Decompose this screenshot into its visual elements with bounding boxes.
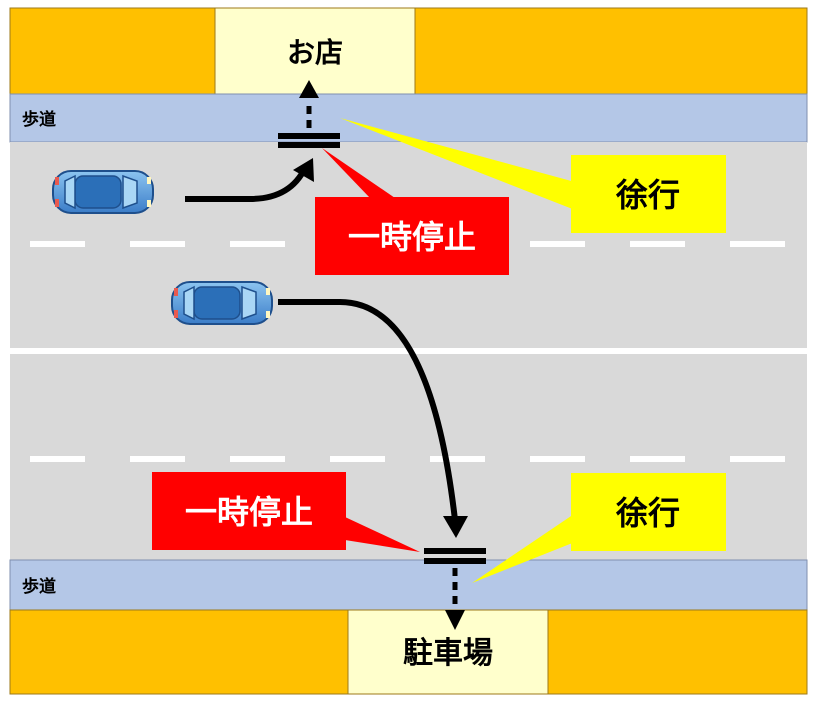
stop-callout-top-pointer (322, 148, 395, 198)
slow-callout-top-text: 徐行 (615, 176, 680, 214)
stop-bar-bottom-1 (424, 548, 486, 554)
stop-callout-top (315, 197, 509, 275)
building-bottom-left (9, 609, 349, 695)
building-bottom-right (547, 609, 808, 695)
sidewalk-bottom (9, 559, 808, 611)
stop-callout-bottom-text: 一時停止 (185, 493, 313, 531)
shop-label: お店 (287, 36, 343, 69)
stop-callout-bottom (152, 472, 346, 550)
stop-bar-top-2 (278, 142, 340, 148)
stop-bar-bottom-2 (424, 558, 486, 564)
stop-callout-bottom-pointer (345, 517, 420, 552)
path-lower-arrowhead (443, 516, 468, 538)
slow-callout-bottom (571, 473, 726, 551)
shop-box (214, 7, 416, 95)
slow-callout-bottom-text: 徐行 (615, 494, 680, 532)
dashed-arrow-parking-head (445, 610, 465, 630)
parking-box (347, 609, 549, 695)
slow-callout-top-pointer (340, 118, 575, 210)
stop-callout-top-text: 一時停止 (348, 218, 476, 256)
path-upper-arrowhead (293, 158, 314, 182)
stop-bar-top-1 (278, 133, 340, 139)
car-upper (52, 170, 154, 214)
car-lower (171, 281, 273, 325)
building-top-left (9, 7, 216, 95)
sidewalk-bottom-label: 歩道 (22, 576, 56, 597)
dashed-arrow-shop-head (299, 80, 319, 98)
slow-callout-bottom-pointer (472, 510, 580, 583)
slow-callout-top (571, 155, 726, 233)
building-top-right (414, 7, 808, 95)
path-lower (278, 299, 458, 521)
sidewalk-top (9, 93, 808, 143)
parking-label: 駐車場 (403, 636, 493, 671)
sidewalk-top-label: 歩道 (22, 109, 56, 130)
